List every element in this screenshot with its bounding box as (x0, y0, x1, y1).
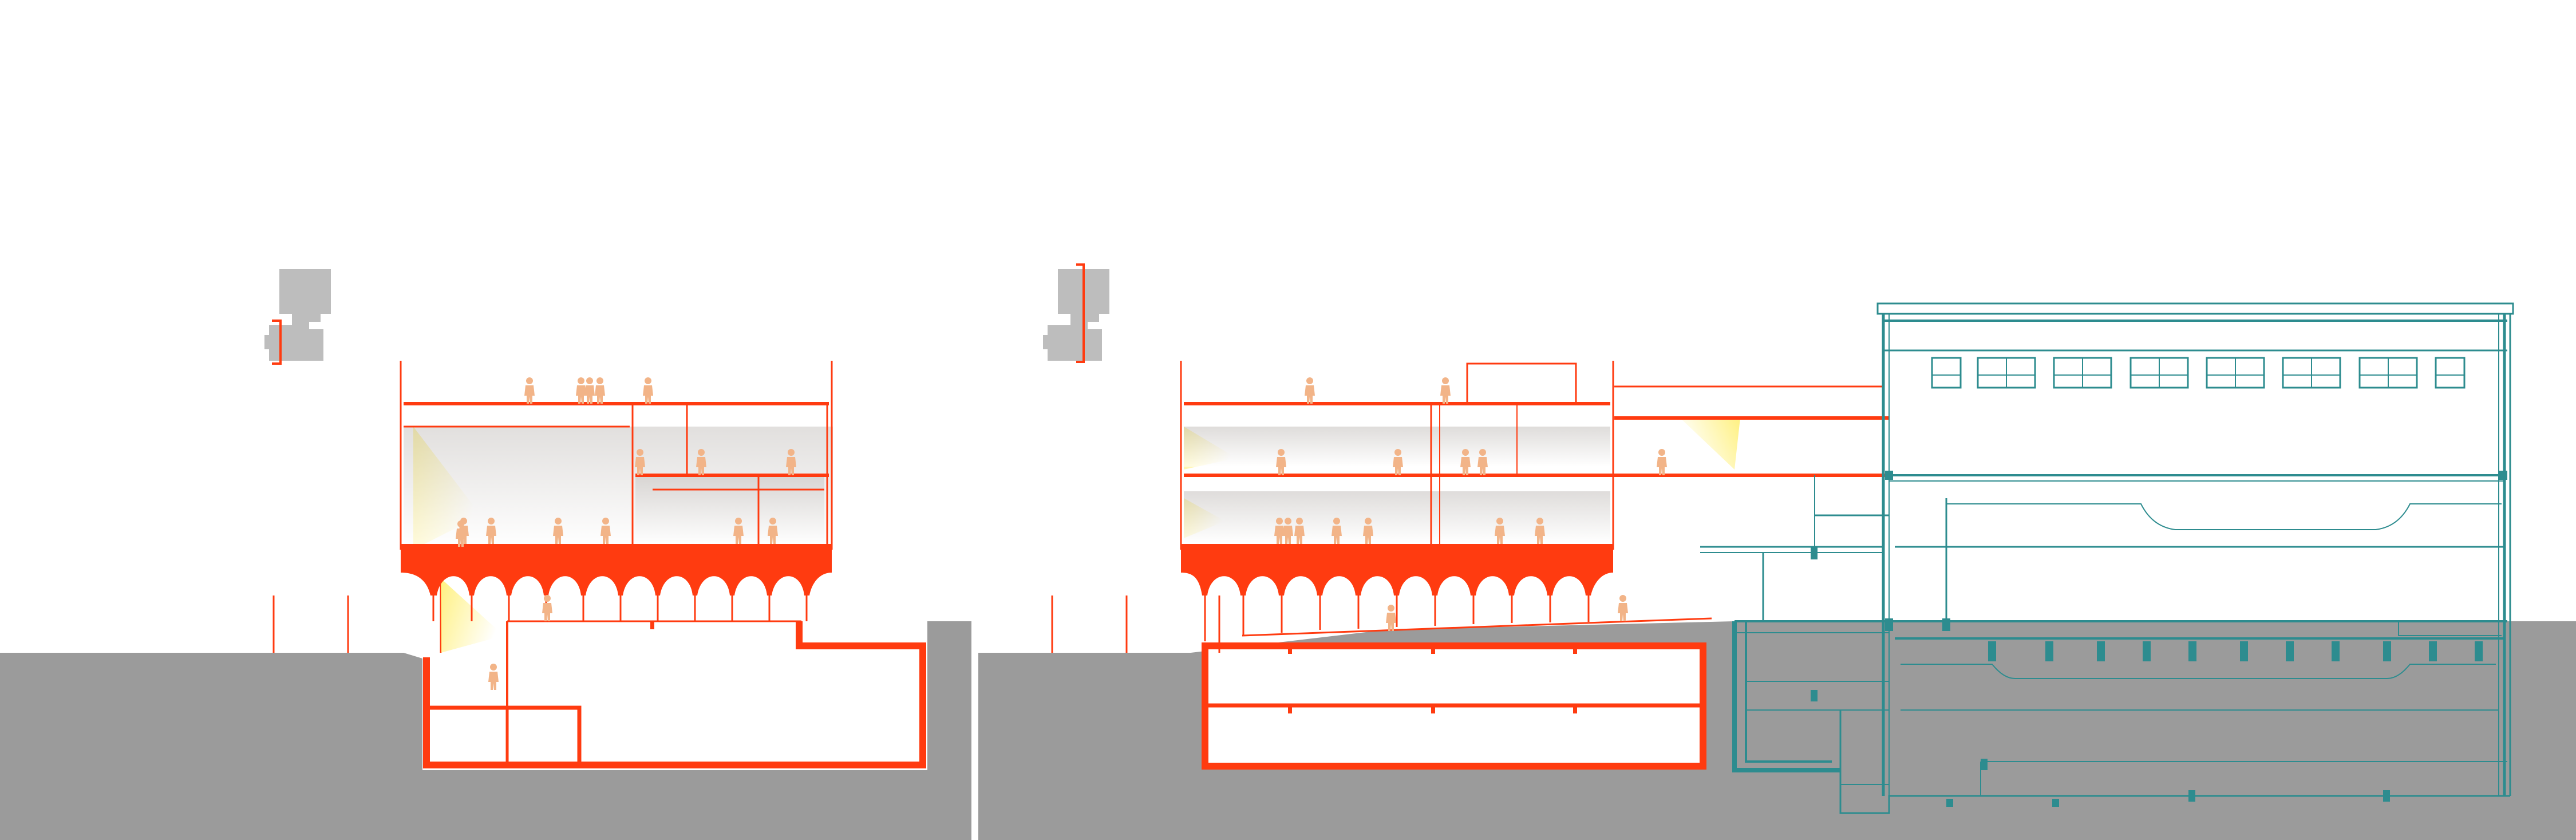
person-silhouette-icon (1294, 518, 1305, 544)
person-silhouette-icon (1274, 518, 1285, 544)
section-a (0, 269, 971, 840)
key-plan-icon (264, 269, 331, 365)
panel-divider (971, 0, 978, 840)
person-silhouette-icon (635, 449, 645, 475)
person-silhouette-icon (553, 518, 563, 544)
daylight-b3 (1680, 418, 1740, 470)
person-silhouette-icon (786, 449, 796, 475)
basement-a (423, 620, 926, 768)
person-silhouette-icon (696, 449, 706, 475)
person-silhouette-icon (576, 377, 586, 404)
person-silhouette-icon (1393, 449, 1403, 475)
person-silhouette-icon (1657, 449, 1667, 475)
person-silhouette-icon (1618, 595, 1628, 621)
person-silhouette-icon (1386, 605, 1396, 631)
section-b (978, 263, 2576, 840)
person-silhouette-icon (1305, 377, 1315, 404)
person-silhouette-icon (584, 377, 595, 404)
existing-building (1700, 302, 2514, 814)
person-silhouette-icon (1495, 518, 1505, 544)
person-silhouette-icon (542, 595, 552, 621)
person-silhouette-icon (1363, 518, 1373, 544)
person-silhouette-icon (1477, 449, 1488, 475)
person-silhouette-icon (643, 377, 653, 404)
person-silhouette-icon (1283, 518, 1293, 544)
basement-pillar (650, 621, 654, 629)
section-cut-marker-icon (272, 320, 282, 365)
person-silhouette-icon (1460, 449, 1471, 475)
ground-a (0, 621, 971, 840)
existing-windows (1931, 357, 2466, 389)
person-silhouette-icon (1535, 518, 1545, 544)
person-silhouette-icon (524, 377, 535, 404)
pavilion-a (400, 361, 833, 621)
person-silhouette-icon (1276, 449, 1286, 475)
person-silhouette-icon (488, 664, 499, 690)
person-silhouette-icon (733, 518, 744, 544)
key-plan-icon (1043, 263, 1109, 363)
ground-posts-b (1051, 596, 1712, 653)
ground-posts-a (272, 581, 442, 653)
section-cut-marker-icon (1076, 263, 1085, 363)
person-silhouette-icon (486, 518, 496, 544)
person-silhouette-icon (1332, 518, 1342, 544)
person-silhouette-icon (768, 518, 778, 544)
person-silhouette-icon (1440, 377, 1451, 404)
people (456, 377, 1667, 690)
pavilion-b (1180, 361, 1889, 641)
person-silhouette-icon (595, 377, 605, 404)
person-silhouette-icon (456, 520, 466, 547)
existing-columns (1811, 471, 2507, 807)
person-silhouette-icon (600, 518, 611, 544)
